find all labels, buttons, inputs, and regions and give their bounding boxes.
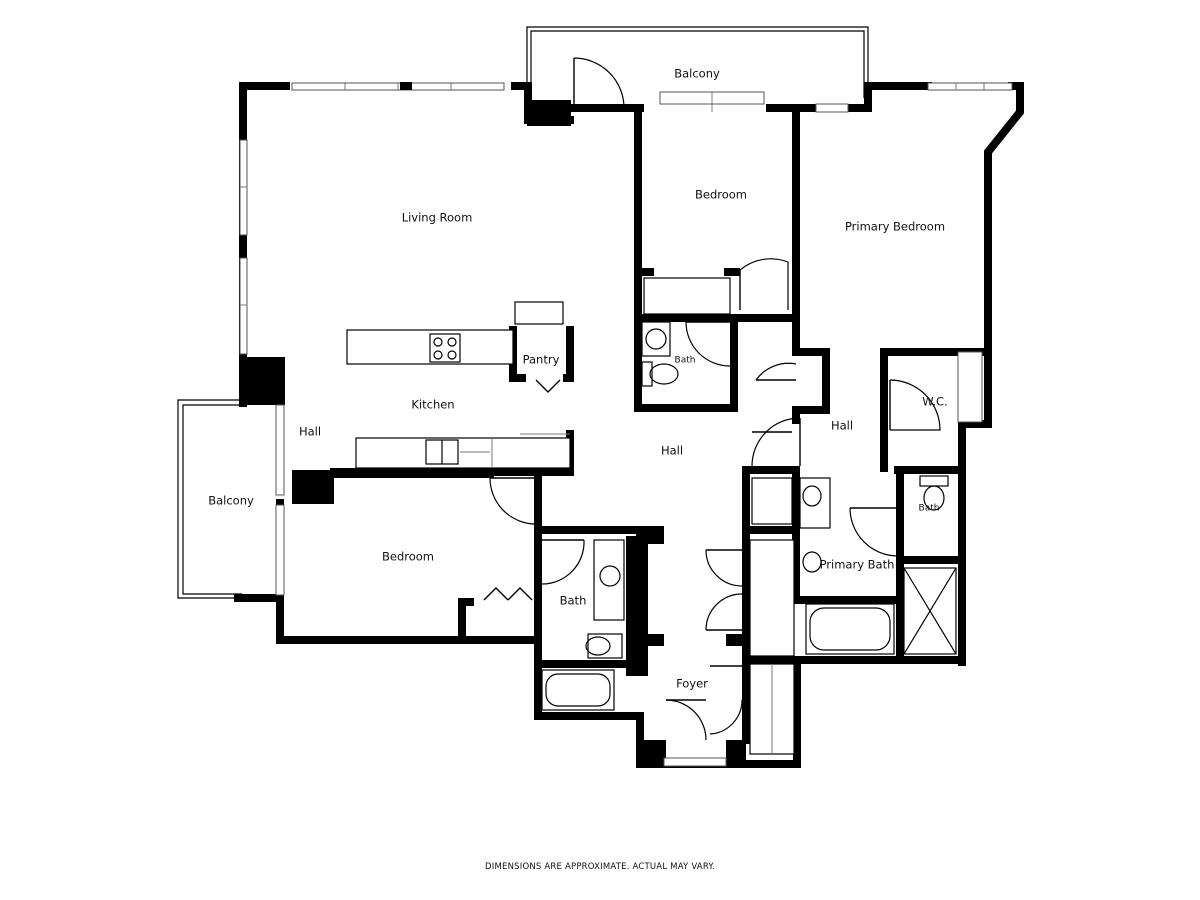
label-primary-bath: Primary Bath: [820, 558, 895, 572]
windows: [239, 82, 1013, 767]
label-bedroom-lower: Bedroom: [382, 550, 434, 564]
label-kitchen: Kitchen: [411, 398, 454, 412]
label-hall-right: Hall: [831, 419, 853, 433]
primary-bath-fixtures: [751, 475, 957, 655]
label-balcony-top: Balcony: [674, 67, 720, 81]
label-hall-left: Hall: [299, 425, 321, 439]
label-bath-lower: Bath: [560, 594, 587, 608]
wall-masses: [239, 100, 746, 766]
bath-small-fixtures: [641, 321, 679, 387]
label-bath-small: Bath: [675, 356, 696, 366]
label-primary-bedroom: Primary Bedroom: [845, 220, 945, 234]
label-wc: W.C.: [922, 395, 947, 409]
label-foyer: Foyer: [676, 677, 708, 691]
balcony-top-outline: [526, 26, 869, 98]
doors: [483, 57, 941, 741]
interior-walls: [330, 108, 988, 744]
label-pantry: Pantry: [523, 353, 560, 367]
label-balcony-left: Balcony: [208, 494, 254, 508]
balcony-left-outline: [177, 399, 242, 599]
dimensions-disclaimer: DIMENSIONS ARE APPROXIMATE. ACTUAL MAY V…: [485, 862, 715, 872]
kitchen-fixtures: [346, 301, 571, 469]
bath-lower-fixtures: [541, 539, 625, 711]
label-living-room: Living Room: [402, 211, 473, 225]
label-bedroom-top: Bedroom: [695, 188, 747, 202]
label-hall-center: Hall: [661, 444, 683, 458]
room-labels: Balcony Living Room Bedroom Primary Bedr…: [208, 67, 948, 691]
closets: [643, 277, 795, 755]
label-bath-right: Bath: [919, 504, 940, 514]
